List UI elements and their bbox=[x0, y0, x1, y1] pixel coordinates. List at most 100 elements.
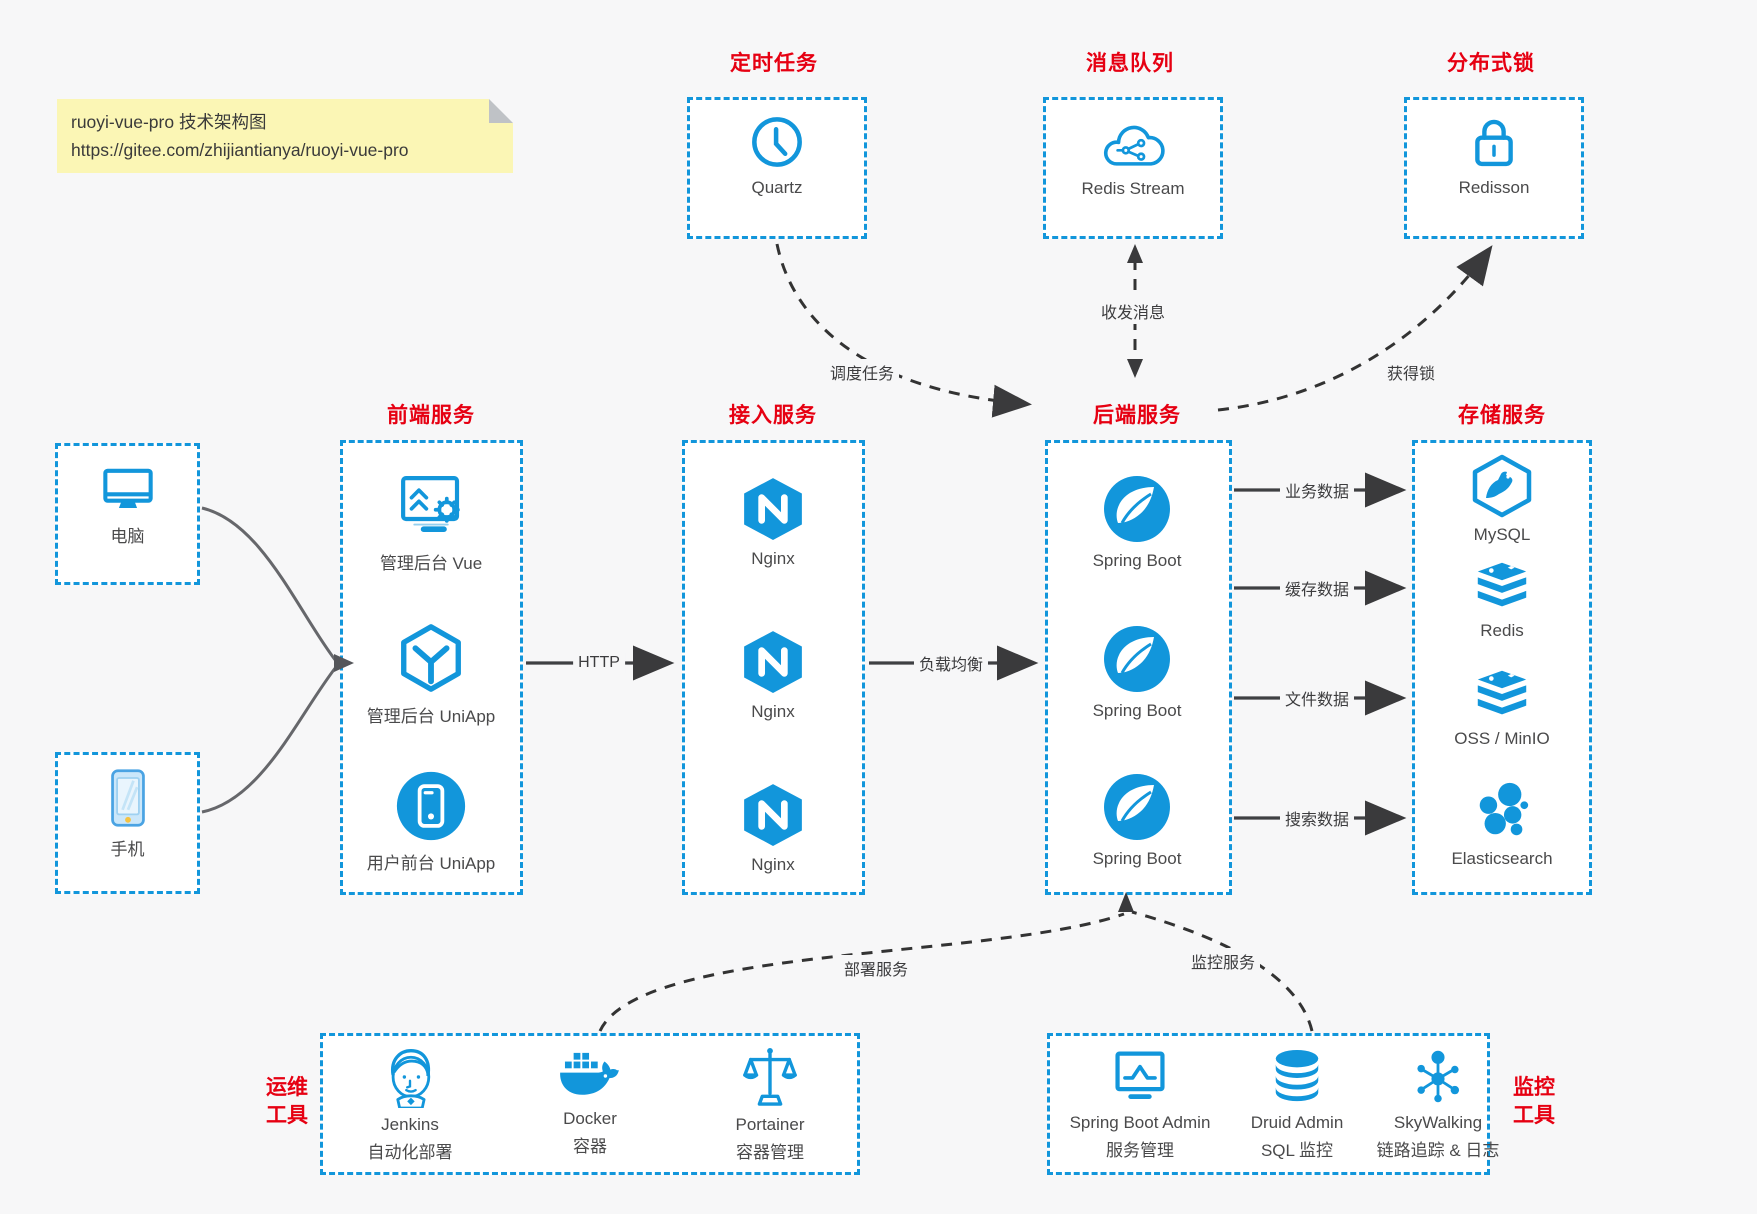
node-redis-stream: Redis Stream bbox=[1043, 116, 1223, 199]
node-user-uniapp: 用户前台 UniApp bbox=[341, 770, 521, 874]
node-sublabel: 链路追踪 & 日志 bbox=[1376, 1141, 1500, 1160]
node-admin-uniapp: 管理后台 UniApp bbox=[341, 621, 521, 727]
box-monitor bbox=[1047, 1033, 1490, 1175]
node-label: 管理后台 Vue bbox=[379, 554, 483, 573]
edge-label-http: HTTP bbox=[573, 653, 625, 673]
node-mobile: 手机 bbox=[55, 768, 200, 860]
jenkins-butler-icon bbox=[381, 1046, 439, 1108]
node-label: Spring Boot bbox=[1092, 551, 1182, 570]
note-url: https://gitee.com/zhijiantianya/ruoyi-vu… bbox=[71, 140, 409, 160]
nginx-icon bbox=[740, 629, 806, 695]
note-title: ruoyi-vue-pro 技术架构图 bbox=[71, 112, 267, 132]
group-title-monitor: 监控 工具 bbox=[1513, 1076, 1555, 1127]
group-title-mq: 消息队列 bbox=[1086, 52, 1174, 75]
node-label: Redisson bbox=[1458, 178, 1530, 197]
phone-circle-icon bbox=[395, 770, 467, 842]
edge-label-lock: 获得锁 bbox=[1381, 359, 1441, 385]
node-mysql: MySQL bbox=[1412, 454, 1592, 545]
node-oss-minio: OSS / MinIO bbox=[1412, 668, 1592, 749]
node-label: Spring Boot bbox=[1092, 849, 1182, 868]
node-springboot-1: Spring Boot bbox=[1047, 474, 1227, 571]
edge-label-search-data: 搜索数据 bbox=[1279, 805, 1355, 831]
node-admin-vue: 管理后台 Vue bbox=[341, 470, 521, 574]
node-redisson: Redisson bbox=[1404, 113, 1584, 198]
group-title-backend: 后端服务 bbox=[1093, 404, 1181, 427]
node-sublabel: SQL 监控 bbox=[1260, 1141, 1334, 1160]
group-title-ops: 运维 工具 bbox=[266, 1076, 308, 1127]
node-sublabel: 容器管理 bbox=[736, 1143, 804, 1162]
node-label: Portainer bbox=[735, 1115, 805, 1134]
node-druid-admin: Druid Admin SQL 监控 bbox=[1207, 1048, 1387, 1161]
node-label: 手机 bbox=[110, 840, 145, 859]
spring-leaf-icon bbox=[1102, 624, 1172, 694]
node-pc: 电脑 bbox=[55, 461, 200, 547]
desktop-icon bbox=[99, 461, 157, 515]
sticky-note: ruoyi-vue-pro 技术架构图 https://gitee.com/zh… bbox=[57, 99, 513, 173]
node-nginx-3: Nginx bbox=[683, 782, 863, 875]
cube-y-icon bbox=[394, 621, 468, 695]
node-label: 管理后台 UniApp bbox=[366, 707, 496, 726]
box-mq bbox=[1043, 97, 1223, 239]
node-label: Redis bbox=[1480, 621, 1524, 640]
cloud-network-icon bbox=[1094, 116, 1172, 172]
edge-label-biz-data: 业务数据 bbox=[1279, 477, 1355, 503]
node-label: 电脑 bbox=[110, 527, 145, 546]
admin-monitor-gear-icon bbox=[392, 470, 470, 542]
docker-whale-icon bbox=[557, 1050, 623, 1102]
group-title-lock: 分布式锁 bbox=[1447, 52, 1535, 75]
node-label: OSS / MinIO bbox=[1454, 729, 1550, 748]
nginx-icon bbox=[740, 782, 806, 848]
group-title-frontend: 前端服务 bbox=[387, 404, 475, 427]
node-docker: Docker 容器 bbox=[500, 1050, 680, 1157]
node-springboot-2: Spring Boot bbox=[1047, 624, 1227, 721]
clock-icon bbox=[748, 113, 806, 171]
node-portainer: Portainer 容器管理 bbox=[680, 1044, 860, 1163]
node-label: SkyWalking bbox=[1393, 1113, 1483, 1132]
scales-icon bbox=[741, 1044, 799, 1108]
group-title-scheduler: 定时任务 bbox=[730, 52, 818, 75]
node-sublabel: 容器 bbox=[573, 1137, 607, 1156]
edge-label-schedule: 调度任务 bbox=[824, 359, 900, 385]
group-title-storage: 存储服务 bbox=[1458, 404, 1546, 427]
node-label: Nginx bbox=[751, 702, 795, 721]
node-nginx-2: Nginx bbox=[683, 629, 863, 722]
node-label: MySQL bbox=[1473, 525, 1531, 544]
monitor-chart-icon bbox=[1110, 1048, 1170, 1106]
node-sublabel: 自动化部署 bbox=[367, 1143, 453, 1162]
node-label: Elasticsearch bbox=[1451, 849, 1553, 868]
node-label: Jenkins bbox=[381, 1115, 439, 1134]
box-pc bbox=[55, 443, 200, 585]
node-label: Redis Stream bbox=[1081, 179, 1185, 198]
spring-leaf-icon bbox=[1102, 474, 1172, 544]
edge-label-deploy: 部署服务 bbox=[838, 955, 914, 981]
edge-label-monitor: 监控服务 bbox=[1185, 948, 1261, 974]
node-redis: Redis bbox=[1412, 560, 1592, 641]
node-springboot-admin: Spring Boot Admin 服务管理 bbox=[1050, 1048, 1230, 1161]
node-sublabel: 服务管理 bbox=[1106, 1141, 1174, 1160]
node-skywalking: SkyWalking 链路追踪 & 日志 bbox=[1348, 1048, 1528, 1161]
node-elasticsearch: Elasticsearch bbox=[1412, 780, 1592, 869]
node-label: Quartz bbox=[751, 178, 803, 197]
node-label: 用户前台 UniApp bbox=[366, 854, 496, 873]
redis-stack-icon bbox=[1471, 560, 1533, 614]
phone-icon bbox=[106, 768, 150, 828]
node-jenkins: Jenkins 自动化部署 bbox=[320, 1046, 500, 1163]
node-label: Docker bbox=[563, 1109, 617, 1128]
node-label: Druid Admin bbox=[1250, 1113, 1344, 1132]
edge-label-file-data: 文件数据 bbox=[1279, 685, 1355, 711]
storage-stack-icon bbox=[1471, 668, 1533, 722]
edge-label-message: 收发消息 bbox=[1095, 298, 1171, 324]
spring-leaf-icon bbox=[1102, 772, 1172, 842]
node-quartz: Quartz bbox=[687, 113, 867, 198]
node-label: Spring Boot Admin bbox=[1069, 1113, 1211, 1132]
group-title-gateway: 接入服务 bbox=[729, 404, 817, 427]
lock-icon bbox=[1466, 113, 1522, 171]
edge-label-load-balance: 负载均衡 bbox=[913, 650, 989, 676]
node-label: Spring Boot bbox=[1092, 701, 1182, 720]
node-nginx-1: Nginx bbox=[683, 476, 863, 569]
database-icon bbox=[1269, 1048, 1325, 1106]
node-springboot-3: Spring Boot bbox=[1047, 772, 1227, 869]
mysql-dolphin-icon bbox=[1470, 454, 1534, 518]
node-label: Nginx bbox=[751, 549, 795, 568]
